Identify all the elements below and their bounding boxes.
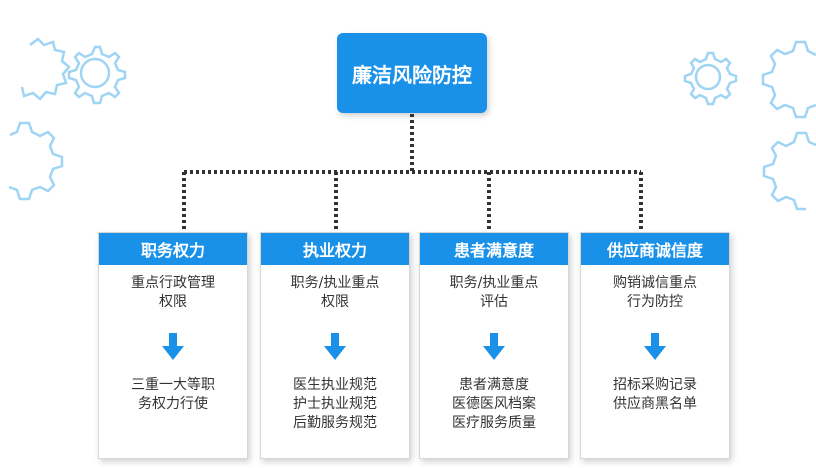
- branch-title: 执业权力: [261, 233, 409, 265]
- text-line: 购销诚信重点: [613, 275, 697, 291]
- gear-icon: [67, 45, 127, 105]
- text-line: 权限: [159, 294, 187, 310]
- branch-bottom-text: 三重一大等职 务权力行使: [99, 376, 247, 414]
- arrow-down-icon: [644, 333, 666, 360]
- gear-icon: [8, 121, 64, 201]
- root-node-label: 廉洁风险防控: [352, 62, 472, 87]
- text-line: 招标采购记录: [613, 377, 697, 393]
- text-line: 评估: [480, 294, 508, 310]
- branch-bottom-text: 医生执业规范 护士执业规范 后勤服务规范: [261, 376, 409, 433]
- text-line: 医德医风档案: [452, 396, 536, 412]
- text-line: 护士执业规范: [293, 396, 377, 412]
- text-line: 三重一大等职: [131, 377, 215, 393]
- branch-title: 患者满意度: [420, 233, 568, 265]
- text-line: 后勤服务规范: [293, 415, 377, 431]
- branch-card-3: 患者满意度 职务/执业重点 评估 患者满意度 医德医风档案 医疗服务质量: [419, 232, 569, 459]
- text-line: 患者满意度: [459, 377, 529, 393]
- text-line: 行为防控: [627, 294, 683, 310]
- branch-top-text: 购销诚信重点 行为防控: [581, 274, 729, 312]
- gear-icon: [683, 51, 738, 106]
- gear-icon: [79, 57, 111, 89]
- text-line: 务权力行使: [138, 396, 208, 412]
- arrow-down-icon: [162, 333, 184, 360]
- branch-card-2: 执业权力 职务/执业重点 权限 医生执业规范 护士执业规范 后勤服务规范: [260, 232, 410, 459]
- branch-bottom-text: 患者满意度 医德医风档案 医疗服务质量: [420, 376, 568, 433]
- branch-top-text: 职务/执业重点 权限: [261, 274, 409, 312]
- text-line: 供应商黑名单: [613, 396, 697, 412]
- branch-title: 供应商诚信度: [581, 233, 729, 265]
- text-line: 职务/执业重点: [290, 275, 380, 291]
- branch-card-1: 职务权力 重点行政管理 权限 三重一大等职 务权力行使: [98, 232, 248, 459]
- gear-cluster-right: [666, 25, 816, 215]
- arrow-down-icon: [324, 333, 346, 360]
- gear-icon: [761, 40, 816, 119]
- branch-card-4: 供应商诚信度 购销诚信重点 行为防控 招标采购记录 供应商黑名单: [580, 232, 730, 459]
- gear-icon: [762, 131, 816, 211]
- gear-cluster-left: [0, 25, 150, 215]
- text-line: 权限: [321, 294, 349, 310]
- branch-top-text: 职务/执业重点 评估: [420, 274, 568, 312]
- branch-bottom-text: 招标采购记录 供应商黑名单: [581, 376, 729, 414]
- root-node: 廉洁风险防控: [337, 33, 487, 113]
- text-line: 医生执业规范: [293, 377, 377, 393]
- branch-top-text: 重点行政管理 权限: [99, 274, 247, 312]
- text-line: 职务/执业重点: [449, 275, 539, 291]
- text-line: 重点行政管理: [131, 275, 215, 291]
- branch-title: 职务权力: [99, 233, 247, 265]
- gear-icon: [694, 63, 722, 91]
- text-line: 医疗服务质量: [452, 415, 536, 431]
- arrow-down-icon: [483, 333, 505, 360]
- gear-icon: [20, 37, 71, 101]
